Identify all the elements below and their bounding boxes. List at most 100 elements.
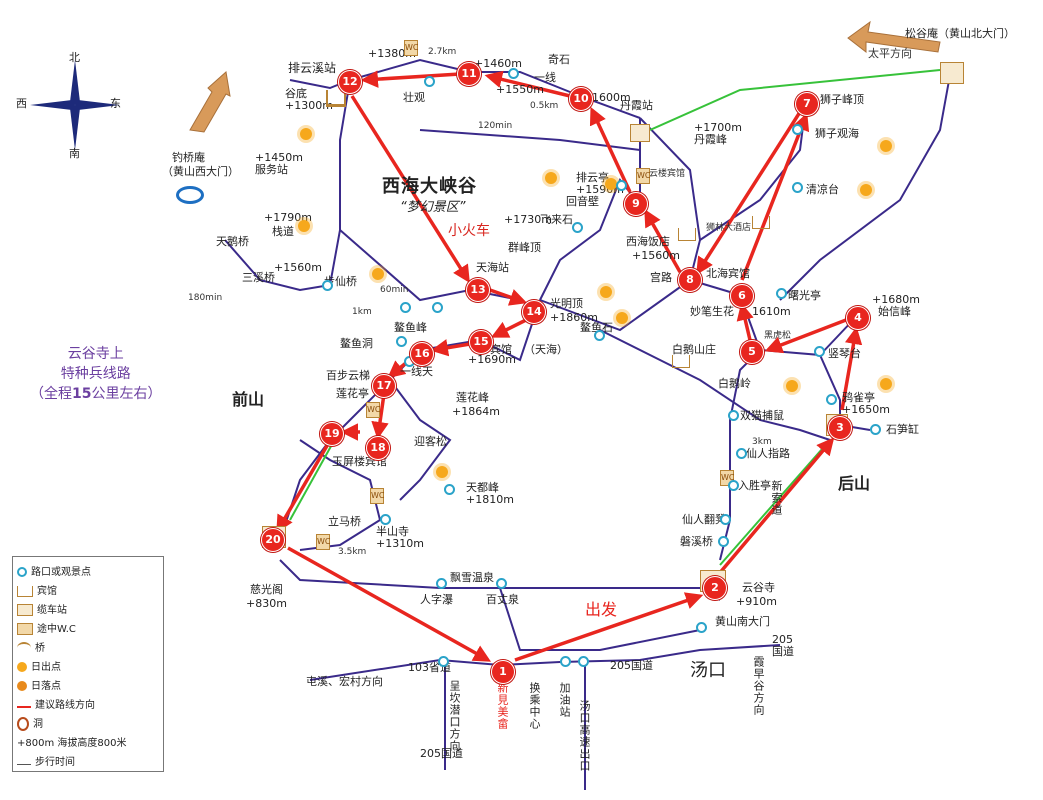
- label-alt-1860: +1860m: [550, 311, 598, 324]
- label-aoshishi: 鳌鱼石: [580, 321, 613, 334]
- route-marker-9[interactable]: 9: [624, 192, 648, 216]
- label-jiayouzhan: 加油站: [558, 682, 571, 718]
- start-label: 出发: [585, 600, 618, 619]
- direction-arrow-taiping: [847, 20, 941, 54]
- map-legend: 路口或观景点 宾馆 缆车站 途中W.C 桥 日出点 日落点 建议路线方向 洞 +…: [12, 556, 164, 772]
- route-marker-11[interactable]: 11: [457, 62, 481, 86]
- sunrise-icon: [17, 662, 27, 672]
- trail-node: [728, 410, 739, 421]
- train-label: 小火车: [448, 223, 490, 239]
- label-time-60: 60min: [380, 285, 409, 295]
- route-marker-13[interactable]: 13: [466, 278, 490, 302]
- label-huangshanximen: （黄山西大门）: [162, 165, 239, 178]
- label-fuwuzhan: 服务站: [255, 163, 288, 176]
- compass-east: 东: [110, 97, 121, 110]
- sunrise-icon: [880, 140, 892, 152]
- route-title-prefix: （全程: [30, 386, 72, 402]
- route-marker-2[interactable]: 2: [703, 576, 727, 600]
- label-dist-05a: 0.5km: [530, 101, 559, 111]
- label-panxiqiao: 磐溪桥: [680, 535, 713, 548]
- cave-icon: [17, 717, 29, 731]
- label-sanxiqiao: 三溪桥: [242, 271, 275, 284]
- route-marker-15[interactable]: 15: [469, 330, 493, 354]
- cable-station-icon: [630, 124, 650, 142]
- label-alt-1560b: +1560m: [274, 261, 322, 274]
- label-alt-1810: +1810m: [466, 493, 514, 506]
- area-title: 西海大峡谷: [382, 176, 477, 197]
- trail-node: [436, 578, 447, 589]
- legend-row: 宾馆: [17, 582, 57, 597]
- legend-row: 桥: [17, 639, 45, 654]
- node-icon: [17, 567, 27, 577]
- label-zhandao: 栈道: [272, 225, 294, 238]
- label-baizhangquan: 百丈泉: [486, 593, 519, 606]
- legend-row: 日出点: [17, 658, 61, 673]
- trail-node: [380, 514, 391, 525]
- sunrise-icon: [605, 178, 617, 190]
- label-beihaibinguan: 北海宾馆: [706, 267, 750, 280]
- label-dist-1km: 1km: [352, 307, 372, 317]
- label-miaobishenghua: 妙笔生花: [690, 305, 734, 318]
- compass-rose: [30, 60, 120, 150]
- trail-node: [438, 656, 449, 667]
- label-alt-1610: 1610m: [752, 305, 791, 318]
- legend-row: 步行时间: [17, 753, 75, 768]
- route-marker-19[interactable]: 19: [320, 422, 344, 446]
- area-subtitle: “梦幻景区”: [400, 200, 466, 215]
- route-marker-6[interactable]: 6: [730, 284, 754, 308]
- label-taiping: 太平方向: [868, 47, 912, 60]
- label-shiziguanhai: 狮子观海: [815, 127, 859, 140]
- label-chengkanqukou: 呈坎潜口方向: [448, 680, 461, 752]
- label-gudi: 谷底: [285, 87, 307, 100]
- route-title-line3: （全程15公里左右）: [30, 384, 161, 404]
- label-paoyunwenquan: 飘雪温泉: [450, 571, 494, 584]
- label-shuqintai: 竖琴台: [828, 347, 861, 360]
- sunset-icon: [372, 268, 384, 280]
- direction-arrow-west: [189, 71, 231, 133]
- route-marker-1[interactable]: 1: [491, 660, 515, 684]
- trail-node: [578, 656, 589, 667]
- label-tunxi: 屯溪、宏村方向: [306, 675, 383, 688]
- tangkou-label: 汤口: [690, 660, 726, 681]
- label-gudi-alt: +1300m: [285, 99, 333, 112]
- label-yixiantian: 一线天: [400, 365, 433, 378]
- route-marker-18[interactable]: 18: [366, 436, 390, 460]
- label-dist-27: 2.7km: [428, 47, 457, 57]
- label-shizifeng: 狮子峰顶: [820, 93, 864, 106]
- label-gonglu205: 205: [772, 633, 793, 646]
- trail-node: [870, 424, 881, 435]
- route-marker-8[interactable]: 8: [678, 268, 702, 292]
- wc-icon: [17, 623, 33, 635]
- label-alt-1550: +1550m: [496, 83, 544, 96]
- legend-label: 路口或观景点: [31, 567, 91, 578]
- trail-node: [736, 448, 747, 459]
- legend-row: 缆车站: [17, 601, 67, 616]
- legend-label: 途中W.C: [37, 624, 76, 635]
- route-marker-5[interactable]: 5: [740, 340, 764, 364]
- route-arrow-icon: [17, 702, 31, 708]
- route-marker-17[interactable]: 17: [372, 374, 396, 398]
- label-shuangmaoshu: 双猫捕鼠: [740, 409, 784, 422]
- label-qingliangtai: 清凉台: [806, 183, 839, 196]
- route-marker-4[interactable]: 4: [846, 306, 870, 330]
- front-mountain-label: 前山: [232, 390, 265, 409]
- trail-node: [322, 280, 333, 291]
- trail-node: [718, 536, 729, 547]
- route-marker-3[interactable]: 3: [828, 416, 852, 440]
- route-marker-20[interactable]: 20: [261, 528, 285, 552]
- label-alt-1690: +1690m: [468, 353, 516, 366]
- route-marker-12[interactable]: 12: [338, 70, 362, 94]
- label-shengqu: 霞早谷方向: [752, 656, 765, 716]
- route-marker-14[interactable]: 14: [522, 300, 546, 324]
- cable-station-icon: [326, 90, 346, 107]
- route-marker-10[interactable]: 10: [569, 87, 593, 111]
- trail-node: [792, 124, 803, 135]
- label-paiyunlouguan: 排云楼宾馆: [640, 169, 686, 179]
- label-xingangdao: 新索道: [770, 480, 783, 516]
- route-marker-7[interactable]: 7: [795, 92, 819, 116]
- label-alt-1864: +1864m: [452, 405, 500, 418]
- route-marker-16[interactable]: 16: [410, 342, 434, 366]
- wc-icon: WC: [316, 534, 331, 550]
- legend-label: 日落点: [31, 681, 61, 692]
